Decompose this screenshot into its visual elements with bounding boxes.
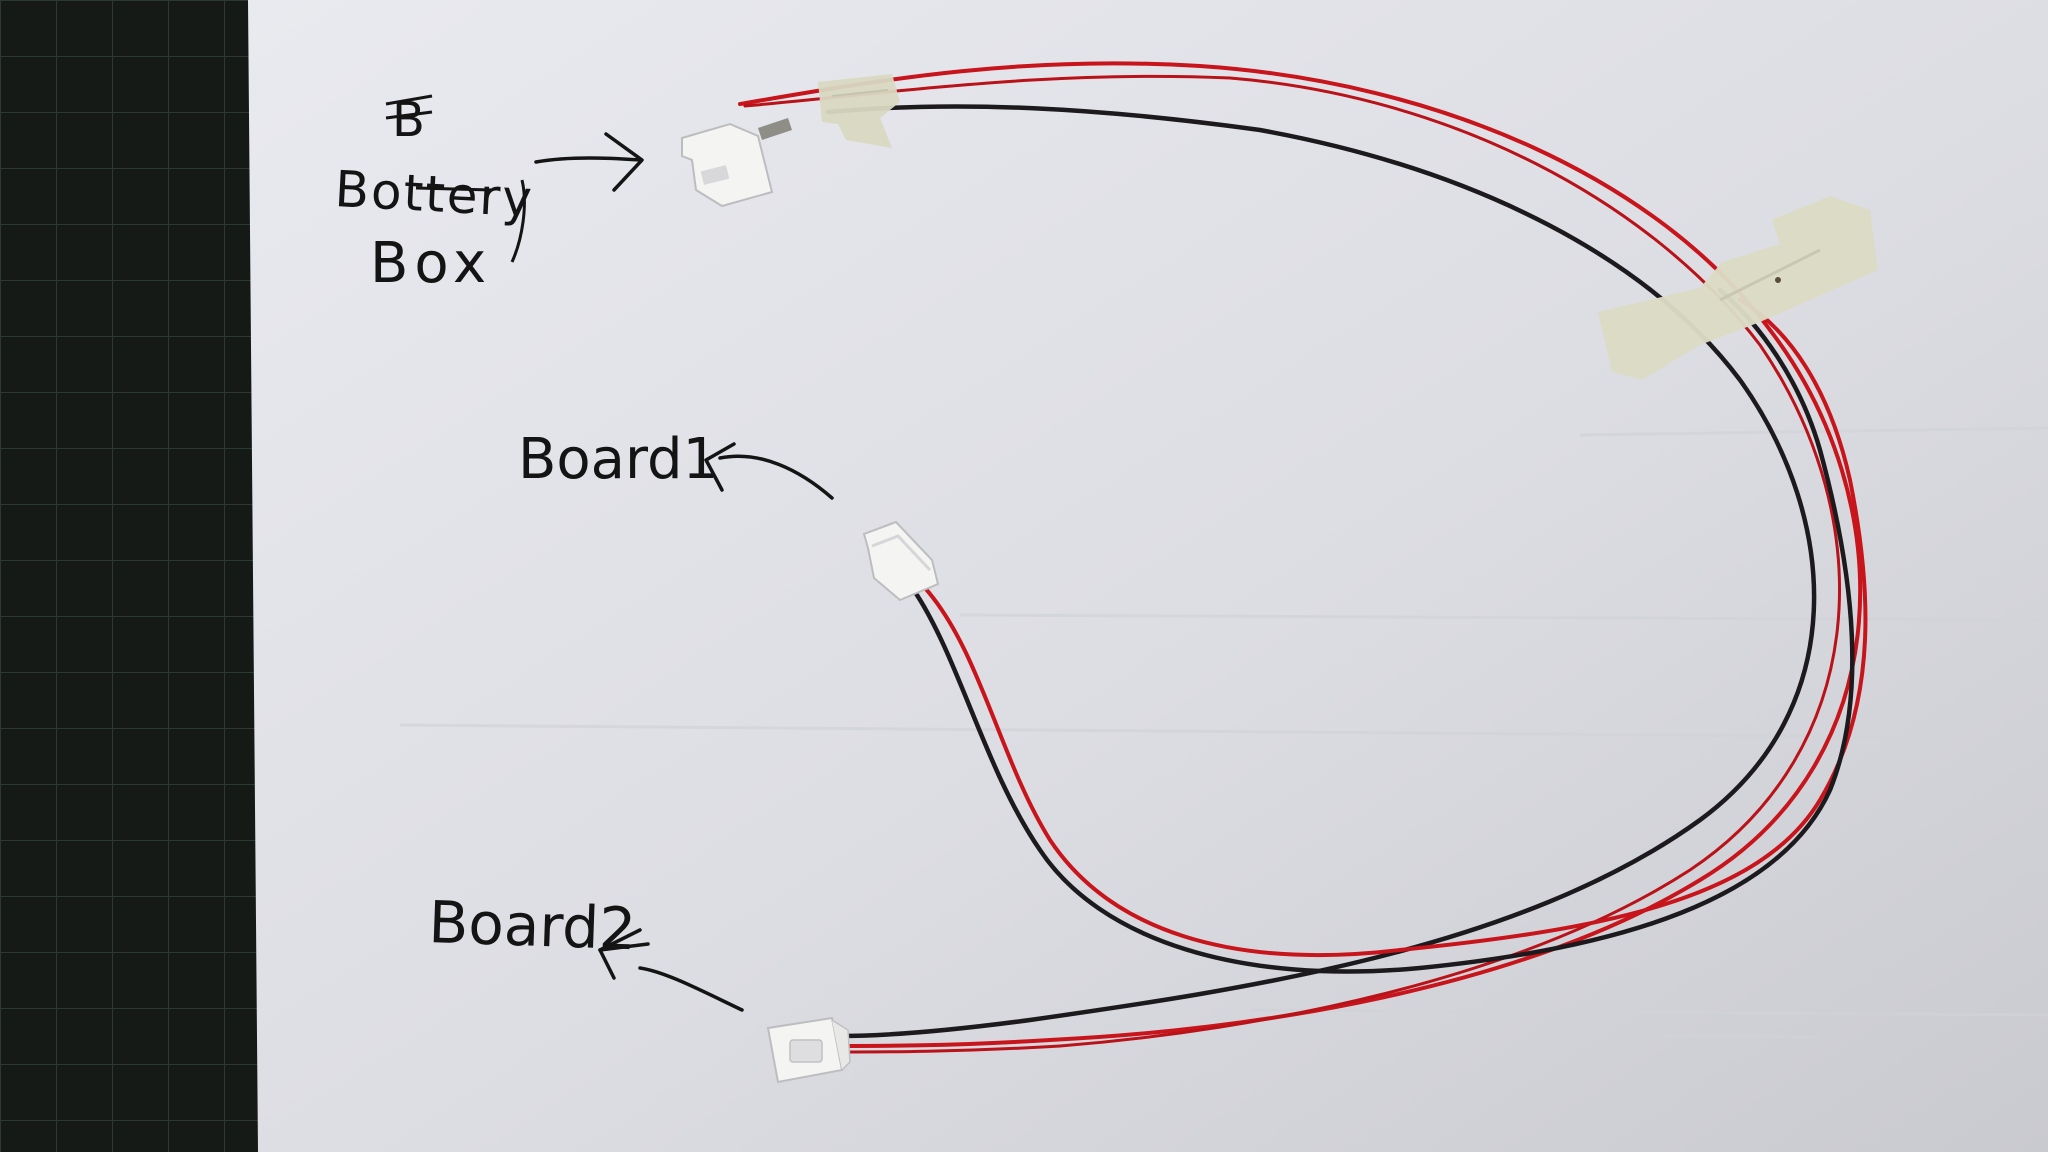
label-board1: Board1 [518, 427, 718, 492]
connector-board1 [862, 520, 940, 602]
connector-battery-box [681, 118, 792, 208]
arrow-to-battery-connector [534, 156, 642, 164]
wire-red-main [738, 61, 1863, 1048]
arrow-to-board1 [718, 454, 834, 500]
label-battery-line2: Box [370, 231, 492, 296]
tape-top [818, 74, 900, 148]
wire-red-board1 [923, 298, 1868, 957]
arrows [534, 132, 834, 1012]
arrow-to-board2 [638, 966, 744, 1012]
paper-sheet [248, 0, 2048, 1152]
wire-harness [738, 61, 1868, 1054]
label-battery-line1: Bottery [333, 160, 535, 228]
wire-black-board1 [912, 287, 1855, 974]
wire-red-main-2 [743, 74, 1841, 1054]
connector-board2 [766, 1016, 851, 1084]
label-board2: Board2 [428, 888, 638, 963]
wire-black-main [825, 104, 1817, 1039]
tape-right [1598, 196, 1878, 380]
